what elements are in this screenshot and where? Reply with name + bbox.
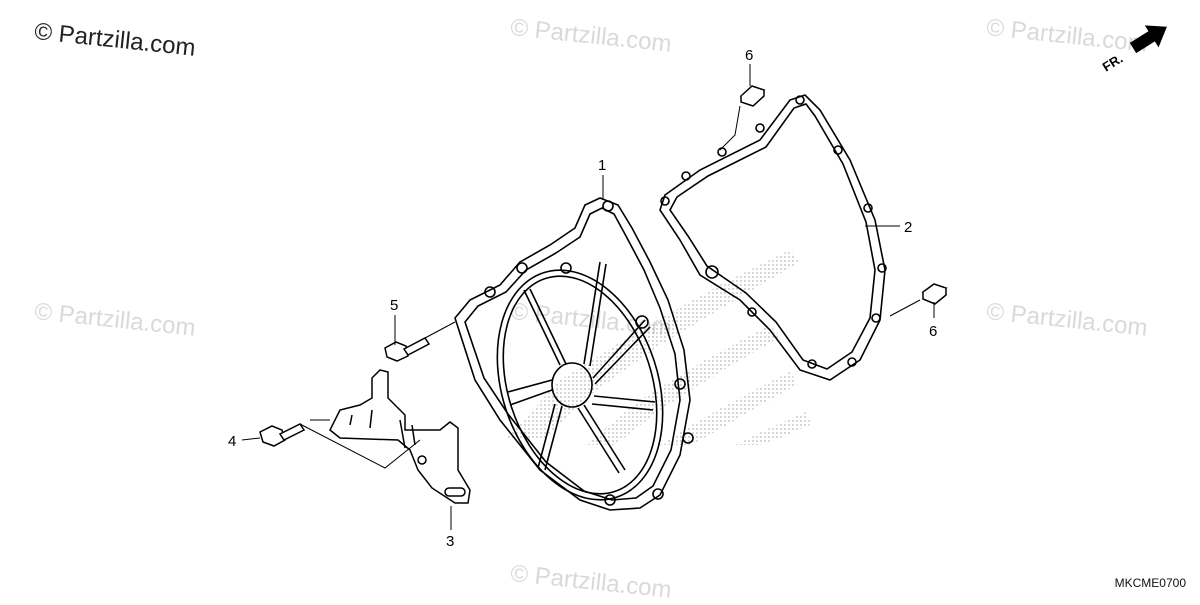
callout-3: 3	[446, 533, 454, 550]
flange-bolt-5[interactable]	[384, 337, 431, 362]
callout-6-right: 6	[929, 323, 937, 340]
front-indicator-label: FR.	[1100, 51, 1126, 75]
diagram-code: MKCME0700	[1114, 576, 1186, 590]
callout-4: 4	[228, 433, 236, 450]
dowel-pin-right[interactable]	[921, 283, 948, 305]
leader-lines	[241, 64, 935, 530]
callout-6-top: 6	[745, 47, 753, 64]
callout-1: 1	[598, 157, 606, 174]
front-arrow-icon	[1129, 25, 1167, 54]
dowel-pin-top[interactable]	[739, 85, 766, 107]
honda-wing-watermark	[505, 250, 812, 445]
cover-bracket[interactable]	[329, 369, 471, 504]
gasket[interactable]	[659, 94, 887, 381]
generator-cover[interactable]	[454, 197, 694, 521]
callout-2: 2	[904, 219, 912, 236]
callout-5: 5	[390, 297, 398, 314]
flange-bolt-4[interactable]	[259, 423, 306, 447]
